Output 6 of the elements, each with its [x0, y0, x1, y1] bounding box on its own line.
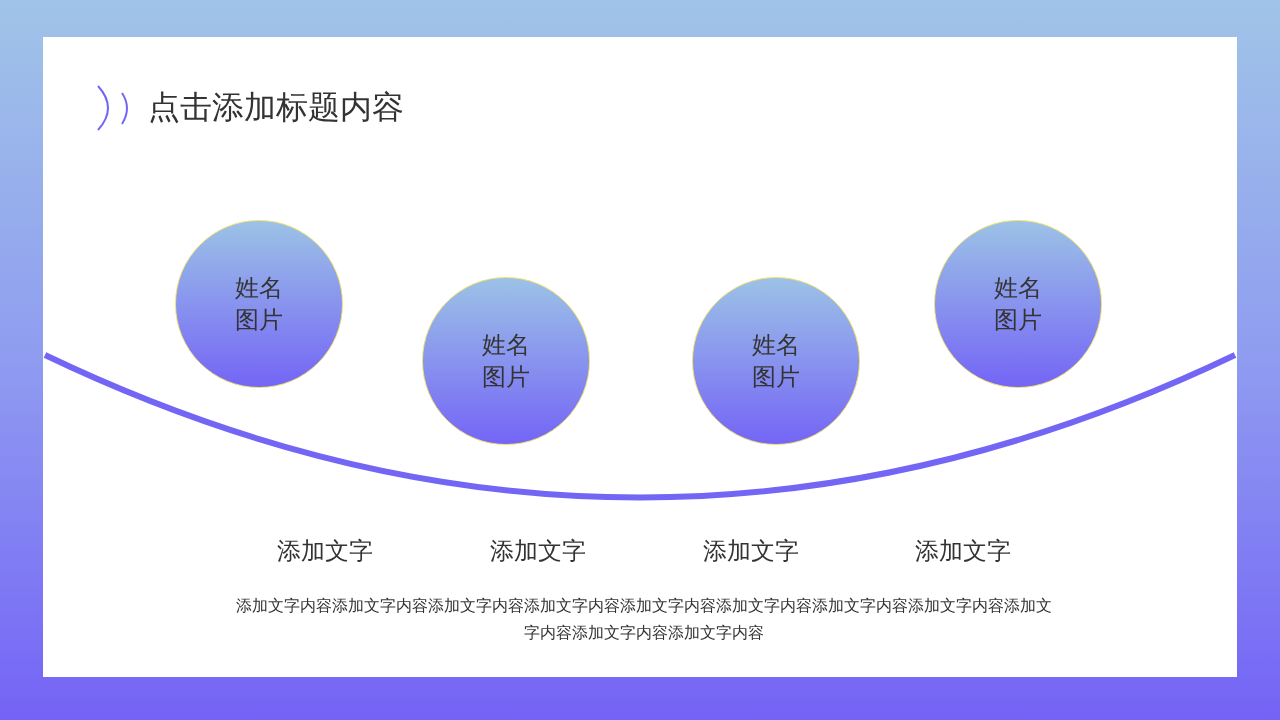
item-heading: 添加文字	[702, 536, 800, 567]
description-text: 添加文字内容添加文字内容添加文字内容添加文字内容添加文字内容添加文字内容添加文字内容添加文字内容添加文字内容添加文字内容添加文字内容	[235, 595, 1053, 644]
item-heading: 添加文字	[914, 536, 1012, 567]
item-heading: 添加文字	[276, 536, 374, 567]
slide-title: 点击添加标题内容	[148, 87, 404, 128]
item-heading: 添加文字	[489, 536, 587, 567]
